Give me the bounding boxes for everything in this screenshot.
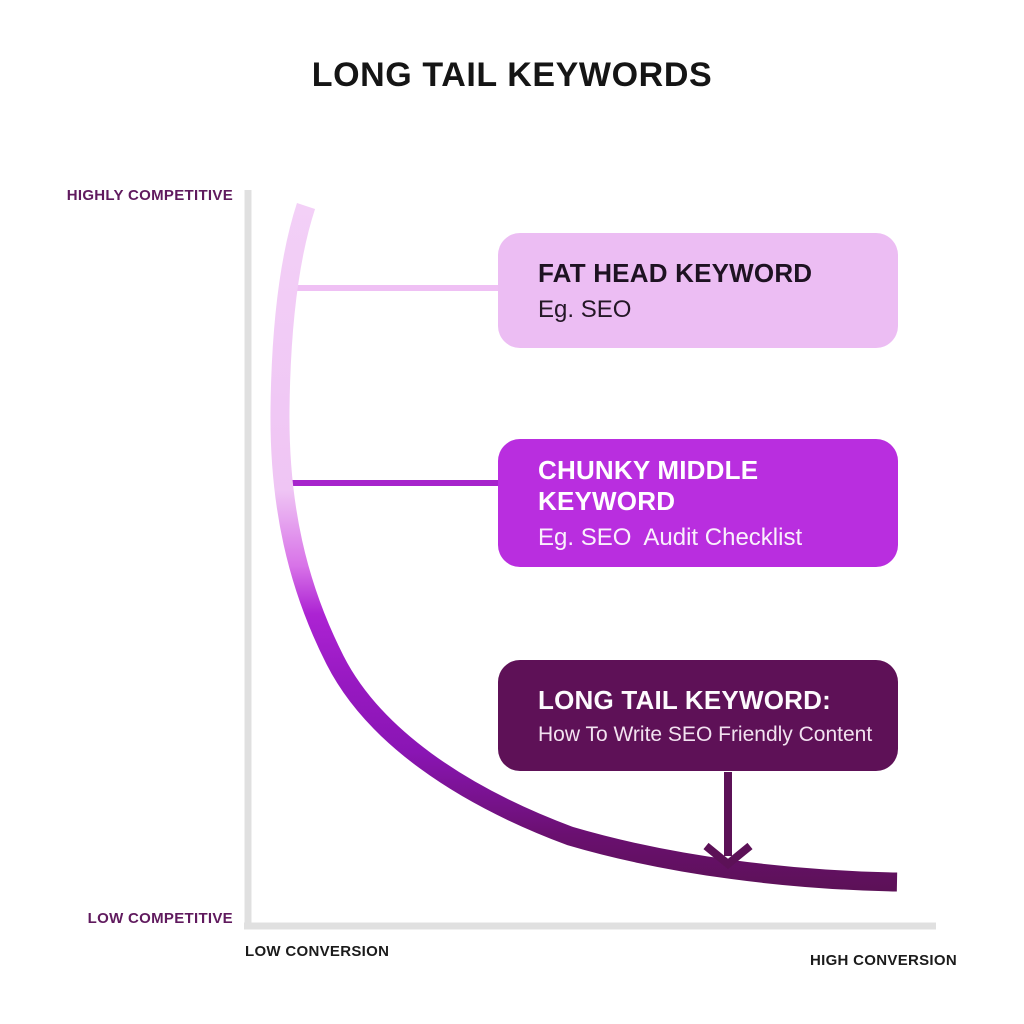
card-title: FAT HEAD KEYWORD bbox=[538, 257, 813, 288]
down-arrow-head bbox=[703, 842, 753, 870]
x-axis-label-low-conversion: LOW CONVERSION bbox=[245, 943, 390, 960]
card-chunky-middle-keyword: CHUNKY MIDDLE KEYWORD Eg. SEO Audit Chec… bbox=[498, 439, 898, 567]
card-long-tail-keyword: LONG TAIL KEYWORD: How To Write SEO Frie… bbox=[498, 660, 898, 771]
page-title: LONG TAIL KEYWORDS bbox=[311, 56, 713, 94]
x-axis-label-high-conversion: HIGH CONVERSION bbox=[809, 952, 957, 969]
long-tail-curve bbox=[270, 203, 898, 892]
down-arrow-icon bbox=[703, 772, 753, 870]
card-title: LONG TAIL KEYWORD: bbox=[538, 684, 831, 715]
y-axis-label-low-competitive: LOW COMPETITIVE bbox=[87, 910, 233, 927]
card-fat-head-keyword: FAT HEAD KEYWORD Eg. SEO bbox=[498, 233, 898, 348]
y-axis-label-highly-competitive: HIGHLY COMPETITIVE bbox=[66, 187, 233, 204]
card-subtitle: How To Write SEO Friendly Content bbox=[538, 722, 873, 746]
card-title: CHUNKY MIDDLE KEYWORD bbox=[538, 454, 766, 516]
card-subtitle: Eg. SEO Audit Checklist bbox=[538, 523, 803, 551]
card-subtitle: Eg. SEO bbox=[538, 295, 632, 323]
